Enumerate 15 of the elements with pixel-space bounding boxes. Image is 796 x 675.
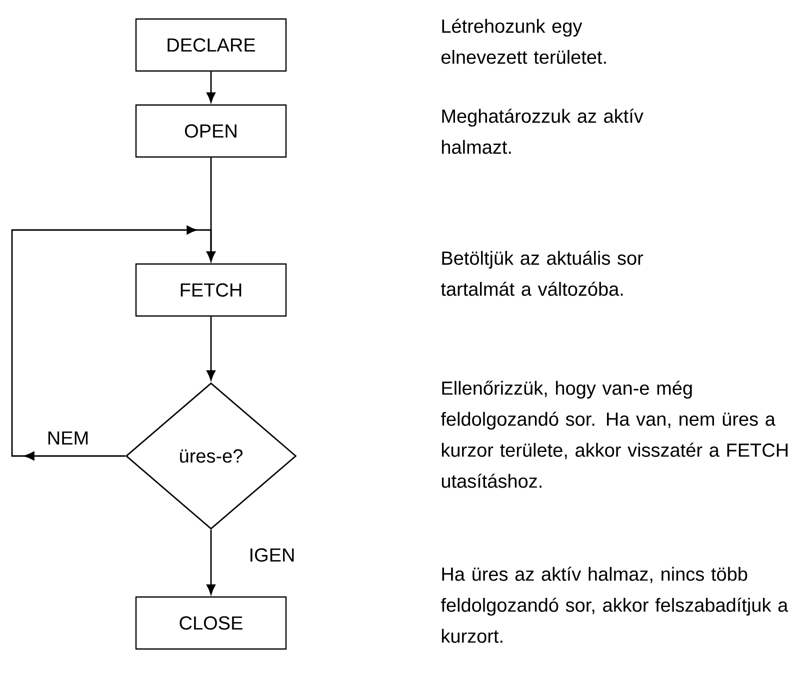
edge-label: NEM [46,430,90,446]
edge-label: IGEN [248,547,296,563]
process-box: FETCH [135,263,287,317]
description-text: Létrehozunk egy elnevezett területet. [442,18,606,64]
description-text: Betöltjük az aktuális sor tartalmát a változóba. [440,250,644,296]
process-box: DECLARE [135,18,287,72]
description-text: Meghatározzuk az aktív halmazt. [442,108,644,154]
arrow [206,530,216,594]
loop-arrow [11,226,216,460]
process-box: CLOSE [135,596,287,650]
description-text: Ha üres az aktív halmaz, nincs több feldolgozandó sor, akkor felszabadítjuk a kurzort. [440,566,788,643]
arrow [206,316,216,380]
process-box: OPEN [135,104,287,158]
arrow [206,72,216,102]
description-text: Ellenőrizzük, hogy van-e még feldolgozandó sor. Ha van, nem üres a kurzor területe, akkor visszatér a FETCH utasításhoz. [440,380,788,488]
